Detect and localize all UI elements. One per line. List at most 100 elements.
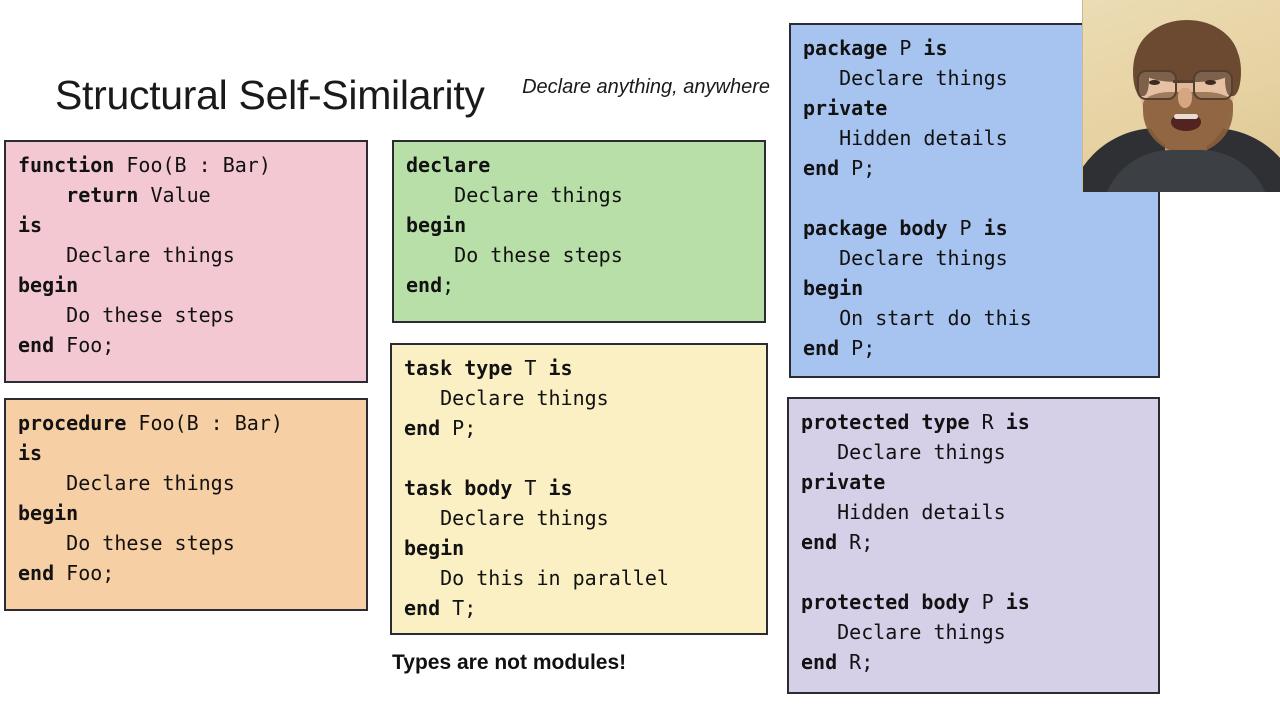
code-keyword: end [404,416,441,440]
code-keyword: begin [18,273,79,297]
code-text: Declare things [18,243,235,267]
code-keyword: end [18,333,55,357]
code-text: Declare things [404,506,609,530]
code-text: Do these steps [18,303,235,327]
protected-type-and-body-box: protected type R is Declare things privat… [787,397,1160,694]
code-line: begin [18,498,354,528]
code-line [404,443,754,473]
code-line: is [18,210,354,240]
code-keyword: private [801,470,886,494]
code-keyword: task type [404,356,513,380]
code-line: Declare things [18,468,354,498]
code-text: P; [839,336,876,360]
code-line: Declare things [18,240,354,270]
presenter-glasses-bridge [1173,80,1193,83]
code-keyword: end [801,650,838,674]
code-line: Declare things [404,383,754,413]
code-keyword: is [923,36,948,60]
code-line: package body P is [803,213,1146,243]
code-keyword: package [803,36,888,60]
code-line: Do these steps [18,528,354,558]
code-line: task type T is [404,353,754,383]
code-text: Declare things [801,620,1006,644]
code-keyword: is [18,213,43,237]
code-text: P; [839,156,876,180]
code-text: T; [440,596,477,620]
code-text: ; [442,273,455,297]
presenter-eyebrow-right [1198,64,1224,69]
code-text: P; [440,416,477,440]
code-line: begin [406,210,752,240]
code-text: T [512,476,549,500]
code-line: Do this in parallel [404,563,754,593]
code-keyword: begin [404,536,465,560]
code-text: R; [837,530,874,554]
code-line: end; [406,270,752,300]
code-keyword: is [983,216,1008,240]
code-line: begin [404,533,754,563]
code-text: Value [138,183,211,207]
code-keyword: end [406,273,443,297]
code-line: end R; [801,647,1146,677]
code-keyword: end [803,336,840,360]
code-text: Declare things [18,471,235,495]
code-keyword: is [548,476,573,500]
code-line [801,557,1146,587]
code-keyword: end [801,530,838,554]
code-line: Declare things [803,63,1146,93]
code-text: Do these steps [18,531,235,555]
function-subprogram-box: function Foo(B : Bar) return Value is Dec… [4,140,368,383]
code-keyword: protected body [801,590,970,614]
code-line: procedure Foo(B : Bar) [18,408,354,438]
code-line: end Foo; [18,558,354,588]
code-text: Foo; [54,333,115,357]
page-title: Structural Self-Similarity [55,72,485,118]
code-keyword: is [1005,590,1030,614]
code-line: begin [803,273,1146,303]
code-keyword: private [803,96,888,120]
code-line: Declare things [801,437,1146,467]
types-are-not-modules-caption: Types are not modules! [392,651,627,674]
code-text: Declare things [803,246,1008,270]
code-line: Do these steps [406,240,752,270]
code-text: Hidden details [803,126,1008,150]
code-keyword: is [18,441,43,465]
code-keyword: end [404,596,441,620]
code-keyword: is [1005,410,1030,434]
presenter-teeth [1174,114,1198,119]
presenter-glasses-left-lens [1137,70,1177,100]
code-line: function Foo(B : Bar) [18,150,354,180]
code-text: P [947,216,984,240]
code-text: R; [837,650,874,674]
code-line: end R; [801,527,1146,557]
presenter-glasses-right-lens [1193,70,1233,100]
code-text: Declare things [801,440,1006,464]
code-keyword: end [18,561,55,585]
code-text: Declare things [406,183,623,207]
code-keyword: return [66,183,139,207]
code-keyword: package body [803,216,948,240]
code-line: Declare things [803,243,1146,273]
code-line: private [803,93,1146,123]
code-line: Hidden details [803,123,1146,153]
task-type-and-body-box: task type T is Declare things end P; task… [390,343,768,635]
code-text: Do these steps [406,243,623,267]
code-text: P [969,590,1006,614]
presenter-eye-right [1205,80,1216,85]
presenter-eyebrow-left [1142,64,1168,69]
code-line: task body T is [404,473,754,503]
code-line: package P is [803,33,1146,63]
code-keyword: begin [406,213,467,237]
code-line: is [18,438,354,468]
code-line: Declare things [406,180,752,210]
code-text: Do this in parallel [404,566,669,590]
code-keyword: begin [18,501,79,525]
procedure-subprogram-box: procedure Foo(B : Bar) is Declare things b… [4,398,368,611]
code-text: Foo; [54,561,115,585]
code-text: On start do this [803,306,1032,330]
code-text: Declare things [404,386,609,410]
code-line: protected type R is [801,407,1146,437]
presenter-hair-right [1225,48,1241,96]
code-keyword: end [803,156,840,180]
code-line: end P; [803,153,1146,183]
